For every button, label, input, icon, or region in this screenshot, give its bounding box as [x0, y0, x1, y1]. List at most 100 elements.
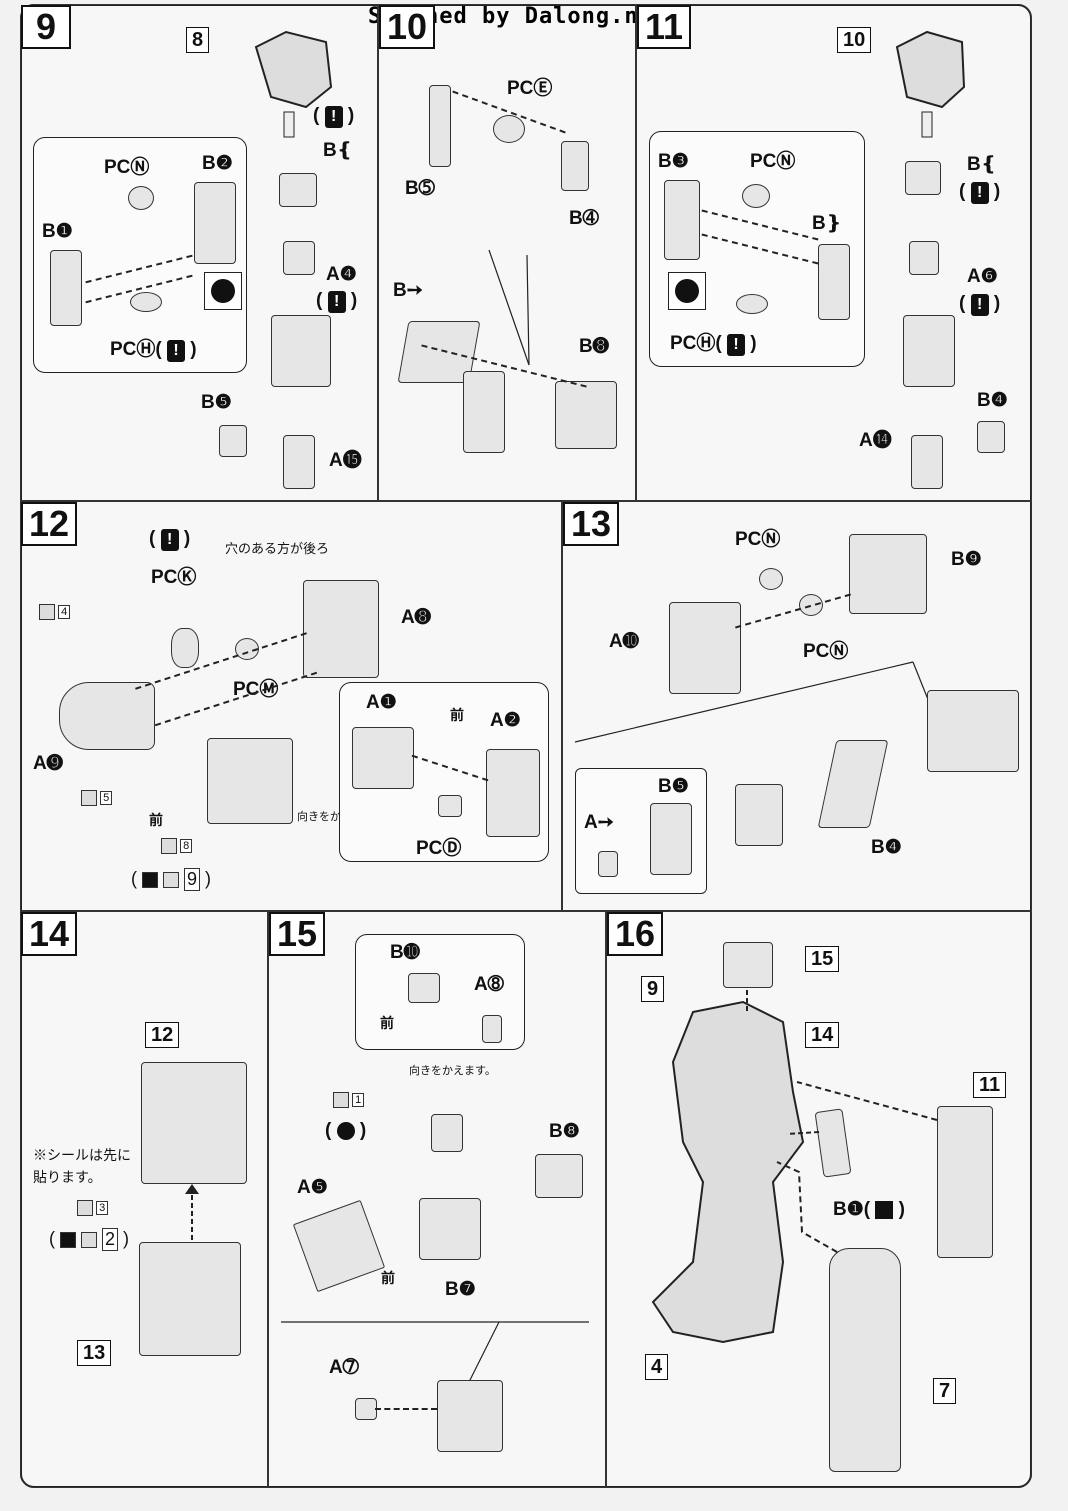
part-b26	[50, 250, 82, 326]
part-pcn	[128, 186, 154, 210]
label-b25: B❵	[812, 213, 842, 234]
part-b25	[818, 244, 850, 320]
label-b29: B❹	[977, 390, 1008, 411]
seal-1: 1	[333, 1092, 365, 1108]
label-pcn-bottom: PCⓃ	[803, 641, 849, 662]
step-11-warn-2: ( ! )	[959, 293, 1001, 316]
part-pcn-1	[759, 568, 783, 590]
label-a8: A➇	[474, 974, 504, 995]
step-15-note: 向きをかえます。	[409, 1065, 496, 1077]
seal-2: ( 2 )	[49, 1228, 130, 1251]
label-b31: B❺	[658, 776, 689, 797]
step-9-warn-2: ( ! )	[316, 290, 358, 313]
part-b24	[905, 161, 941, 195]
step-11-head-part	[895, 30, 966, 138]
step-9-detail-box: PCⓃ B❷ B❶ PCⒽ( ! )	[33, 137, 247, 373]
seal-3: 3	[77, 1200, 109, 1216]
step-14-bottom-part: 13	[77, 1340, 112, 1366]
step-10-callout-lines	[488, 249, 530, 366]
label-b19: B➙	[393, 280, 423, 301]
part-pce	[493, 115, 525, 143]
part-label-14: 14	[805, 1022, 840, 1048]
part-label-15: 15	[805, 946, 840, 972]
label-b30: B❺	[201, 392, 232, 413]
step-9-warn: ( ! )	[313, 105, 355, 128]
step-12-detail-box: A❶ 前 A❷ PCⒹ	[339, 682, 549, 862]
label-a32: A❹	[326, 264, 357, 285]
part-side-piece	[735, 784, 783, 846]
label-a14: A⓮	[859, 430, 892, 451]
part-a15	[283, 435, 315, 489]
step-9-panel: 9 8 ( ! ) B❴ A❹ ( ! ) B❺ A⓯ PCⓃ B❷ B❶ PC…	[20, 4, 378, 501]
part-pck	[171, 628, 199, 668]
part-label-9: 9	[641, 976, 665, 1002]
seal-5: 5	[81, 790, 113, 806]
black-dot-icon	[668, 272, 706, 310]
label-b4: B➃	[569, 208, 599, 229]
part-a18	[59, 682, 155, 750]
part-b39	[849, 534, 927, 614]
part-torso	[271, 315, 331, 387]
part-a19	[598, 851, 618, 877]
part-12-assembly	[141, 1062, 247, 1184]
step-16-arrows	[746, 990, 938, 1253]
step-14-number: 14	[21, 912, 78, 956]
part-bottom-assembly	[437, 1380, 503, 1452]
part-13-assembly	[139, 1242, 241, 1356]
step-11-number: 11	[637, 5, 692, 49]
part-center-body	[207, 738, 293, 824]
label-b32: B❹	[871, 837, 902, 858]
part-torso	[903, 315, 955, 387]
step-9-head-part	[254, 30, 333, 138]
label-a31: A❺	[297, 1177, 328, 1198]
label-pck: PCⓀ	[151, 567, 197, 588]
step-13-detail-box: B❺ A➙	[575, 768, 707, 894]
label-a33: A❻	[967, 266, 998, 287]
step-15-detail-box: B➓ A➇ 前	[355, 934, 525, 1050]
seal-4: 4	[39, 604, 71, 620]
part-small-joint	[431, 1114, 463, 1152]
part-11-arm	[937, 1106, 993, 1258]
part-b5	[429, 85, 451, 167]
part-b34	[535, 1154, 583, 1198]
seal-8: 8	[161, 838, 193, 854]
label-b39: B❾	[951, 549, 982, 570]
part-label-7: 7	[933, 1378, 957, 1404]
front-label: 前	[149, 812, 163, 828]
label-pch: PCⒽ( ! )	[670, 333, 757, 356]
part-center	[419, 1198, 481, 1260]
part-pcm	[235, 638, 259, 660]
step-12-warn: ( ! )	[149, 528, 191, 551]
part-a1	[352, 727, 414, 789]
part-b24	[279, 173, 317, 207]
step-13-panel: 13 PCⓃ B❾ PCⓃ A➓ B❹ B❺ A➙	[562, 501, 1032, 911]
label-b21: B➑	[579, 336, 609, 357]
step-14-note: ※シールは先に貼ります。	[33, 1147, 131, 1185]
part-pch	[130, 292, 162, 312]
step-14-panel: 14 12 ※シールは先に貼ります。 3 ( 2 ) 13	[20, 911, 268, 1488]
part-b30	[219, 425, 247, 457]
seal-9: ( 9 )	[131, 868, 212, 891]
label-pcn: PCⓃ	[104, 157, 150, 178]
up-arrow	[185, 1184, 199, 1240]
label-a20: A➓	[609, 631, 639, 652]
part-b28	[664, 180, 700, 260]
label-pcd: PCⒹ	[416, 838, 462, 859]
label-a1: A❶	[366, 692, 397, 713]
step-15-callout-lines	[281, 1321, 589, 1383]
step-12-number: 12	[21, 502, 78, 546]
label-pce: PCⒺ	[507, 78, 553, 99]
step-16-robot-body	[651, 1000, 805, 1344]
label-b28: B❸	[658, 151, 689, 172]
part-a14	[911, 435, 943, 489]
part-label-11: 11	[973, 1072, 1007, 1098]
step-9-number: 9	[21, 5, 71, 49]
label-b23: B➓	[390, 942, 420, 963]
step-12-note-back: 穴のある方が後ろ	[225, 541, 330, 556]
label-b26: B❶	[42, 221, 73, 242]
part-pcn-2	[799, 594, 823, 616]
part-15-head	[723, 942, 773, 988]
part-pch	[736, 294, 768, 314]
front-label-detail: 前	[450, 707, 464, 723]
black-dot-icon	[204, 272, 242, 310]
